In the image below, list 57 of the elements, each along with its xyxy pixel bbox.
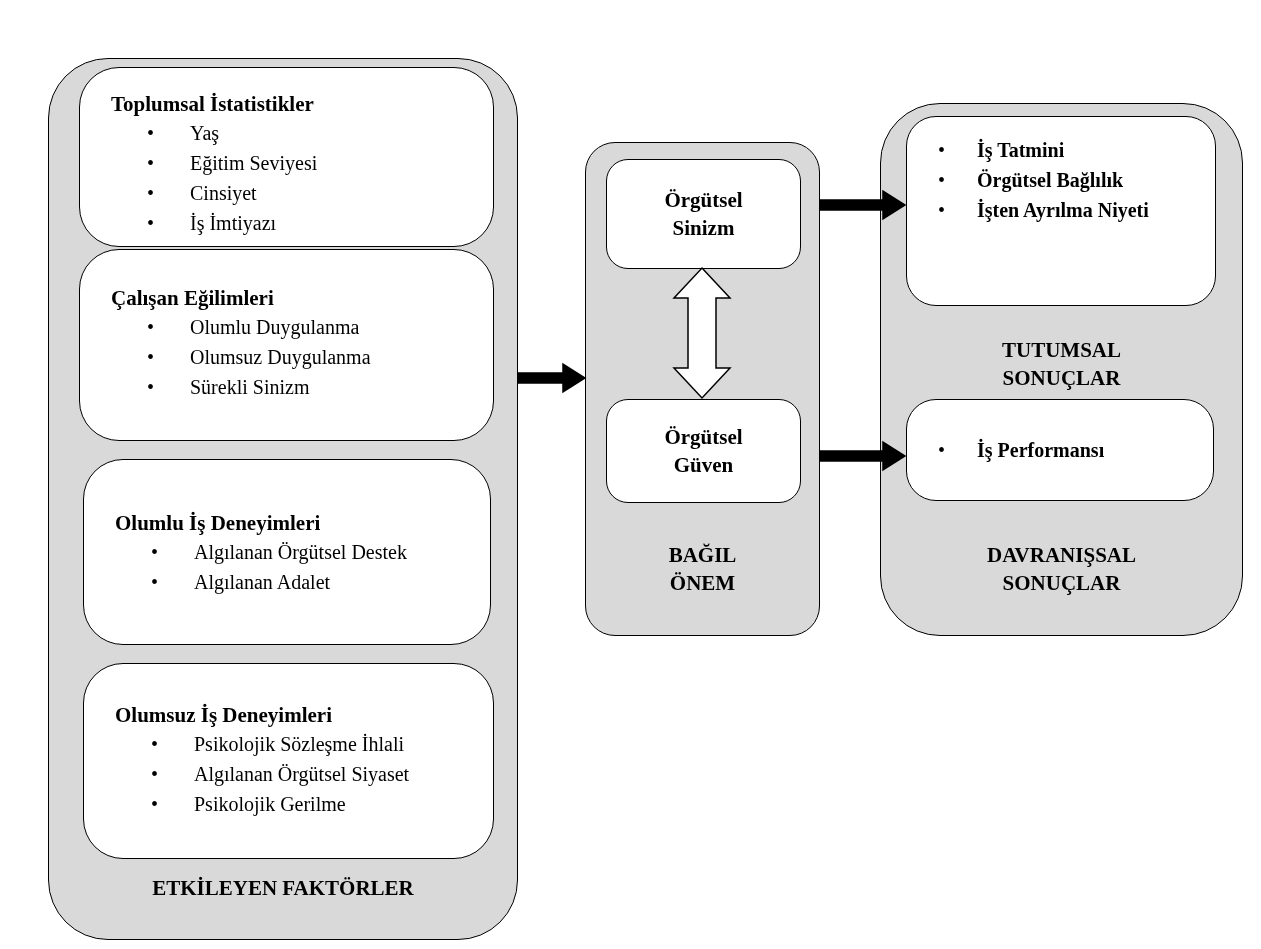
thick-arrow <box>517 362 587 394</box>
bullet-item: Olumsuz Duygulanma <box>190 345 371 371</box>
bullet-item: İşten Ayrılma Niyeti <box>977 198 1149 224</box>
box-heading: Çalışan Eğilimleri <box>111 285 275 312</box>
group-title: DAVRANIŞSAL SONUÇLAR <box>986 542 1137 597</box>
content-box <box>83 459 491 645</box>
group-panel <box>48 58 518 940</box>
thick-arrow <box>819 440 907 472</box>
content-box <box>906 116 1216 306</box>
group-panel <box>585 142 820 636</box>
content-box <box>79 249 494 441</box>
bullet-marker: • <box>938 138 946 163</box>
bullet-item: Psikolojik Sözleşme İhlali <box>194 732 404 758</box>
bullet-item: İş Tatmini <box>977 138 1065 164</box>
bullet-item: Yaş <box>190 121 220 147</box>
bullet-item: Algılanan Örgütsel Destek <box>194 540 407 566</box>
bullet-item: İş İmtiyazı <box>190 211 277 237</box>
group-title: TUTUMSAL SONUÇLAR <box>1001 337 1122 392</box>
bullet-marker: • <box>151 570 159 595</box>
bullet-item: Algılanan Örgütsel Siyaset <box>194 762 410 788</box>
bullet-item: Eğitim Seviyesi <box>190 151 318 177</box>
bullet-item: Algılanan Adalet <box>194 570 331 596</box>
bullet-marker: • <box>151 762 159 787</box>
group-title: ETKİLEYEN FAKTÖRLER <box>151 875 415 902</box>
hollow-double-arrow <box>672 266 732 400</box>
box-label: Örgütsel Sinizm <box>663 187 744 242</box>
bullet-marker: • <box>151 540 159 565</box>
bullet-item: Örgütsel Bağlılık <box>977 168 1124 194</box>
bullet-marker: • <box>147 375 155 400</box>
box-heading: Toplumsal İstatistikler <box>111 91 315 118</box>
content-box <box>83 663 494 859</box>
bullet-marker: • <box>147 121 155 146</box>
bullet-marker: • <box>151 792 159 817</box>
bullet-item: İş Performansı <box>977 438 1105 464</box>
bullet-marker: • <box>147 315 155 340</box>
bullet-marker: • <box>938 438 946 463</box>
content-box <box>79 67 494 247</box>
box-heading: Olumsuz İş Deneyimleri <box>115 702 333 729</box>
bullet-marker: • <box>938 168 946 193</box>
bullet-item: Cinsiyet <box>190 181 257 207</box>
bullet-item: Olumlu Duygulanma <box>190 315 360 341</box>
bullet-item: Psikolojik Gerilme <box>194 792 346 818</box>
thick-arrow <box>819 189 907 221</box>
bullet-marker: • <box>147 345 155 370</box>
content-box <box>606 159 801 269</box>
bullet-marker: • <box>147 181 155 206</box>
bullet-marker: • <box>147 151 155 176</box>
bullet-marker: • <box>147 211 155 236</box>
bullet-item: Sürekli Sinizm <box>190 375 310 400</box>
group-title: BAĞIL ÖNEM <box>667 542 738 597</box>
content-box <box>606 399 801 503</box>
bullet-marker: • <box>938 198 946 223</box>
group-panel <box>880 103 1243 636</box>
box-label: Örgütsel Güven <box>663 424 744 479</box>
box-heading: Olumlu İş Deneyimleri <box>115 510 322 537</box>
content-box <box>906 399 1214 501</box>
bullet-marker: • <box>151 732 159 757</box>
